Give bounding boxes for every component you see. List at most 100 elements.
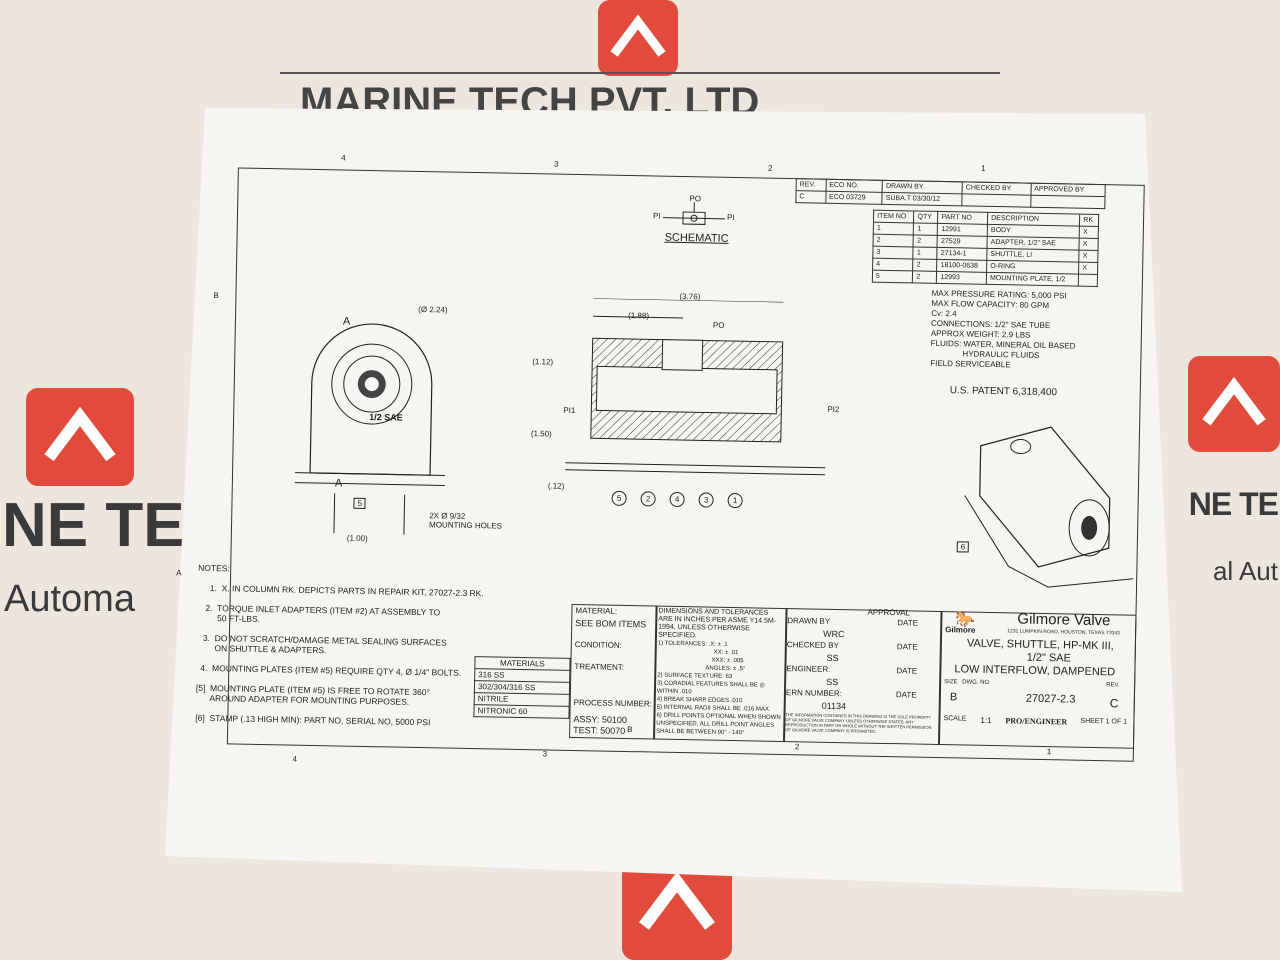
zone-top-4: 4	[341, 153, 346, 163]
balloon: 3	[698, 492, 714, 508]
section-mark-top: A	[342, 315, 351, 328]
date-label: DATE	[896, 666, 918, 676]
note: 2. TORQUE INLET ADAPTERS (ITEM #2) AT AS…	[205, 602, 441, 624]
rev-value: C	[795, 190, 826, 204]
engineer-label: ENGINEER:	[786, 664, 831, 674]
bom-cell: 5	[872, 270, 914, 283]
process-label: PROCESS NUMBER:	[573, 698, 653, 709]
test-number: TEST: 50070	[573, 724, 626, 736]
zone-side-b: B	[213, 291, 219, 301]
assy-number: ASSY: 50100	[573, 713, 628, 726]
zone-bottom-4: 4	[292, 754, 298, 764]
dim-overall: (3.76)	[679, 291, 701, 302]
condition-label: CONDITION:	[574, 640, 623, 650]
patent-number: U.S. PATENT 6,318,400	[949, 385, 1058, 399]
bom-cell: X	[1078, 250, 1098, 263]
bom-header: ITEM NO	[873, 210, 915, 223]
zone-top-1: 1	[980, 163, 986, 173]
iso-item-6: 6	[956, 541, 970, 553]
watermark-right-1: NE TE	[1188, 486, 1279, 522]
bom-header: QTY	[913, 210, 939, 224]
rev-label: REV.	[1106, 682, 1120, 689]
balloon: 2	[640, 491, 656, 507]
material-label: MATERIAL:	[575, 606, 618, 616]
date-label: DATE	[895, 690, 917, 700]
bom-cell: 1	[913, 246, 938, 260]
drawn-by-label: DRAWN BY	[787, 616, 831, 626]
tol-line: 6) DRILL POINTS OPTIONAL WHEN SHOWN UNSP…	[656, 712, 781, 737]
eco-header: ECO NO.	[825, 179, 883, 193]
drawing-number: 27027-2.3	[1025, 692, 1076, 706]
size-value: B	[949, 691, 958, 704]
note: [6] STAMP (.13 HIGH MIN): PART NO, SERIA…	[195, 712, 431, 728]
end-view-width: (1.00)	[346, 533, 368, 544]
scale-value: 1:1	[980, 715, 992, 726]
bom-cell: 27134-1	[937, 247, 988, 261]
proprietary-notice: THE INFORMATION CONTAINED IN THIS DRAWIN…	[785, 712, 932, 734]
approval-label: APPROVAL	[867, 607, 911, 618]
rev-value: C	[1109, 696, 1119, 711]
bom-cell: 2	[873, 234, 914, 247]
schematic-title: SCHEMATIC	[664, 231, 729, 245]
ern-value: 01134	[821, 700, 847, 712]
zone-top-2: 2	[767, 163, 773, 173]
balloon: 5	[611, 490, 627, 506]
bom-header: RK	[1079, 214, 1099, 227]
notes: NOTES: 1. X. IN COLUMN RK. DEPICTS PARTS…	[195, 563, 484, 738]
dim-half: (1.88)	[628, 310, 650, 321]
drawing-title-2: 1/2" SAE	[1026, 651, 1072, 665]
bom-cell: MOUNTING PLATE, 1/2	[986, 272, 1079, 287]
rev-triangle: B	[627, 725, 633, 735]
schematic-symbol	[663, 202, 726, 225]
drawn-value: SUBA.T 03/30/12	[882, 192, 963, 206]
bom-cell: X	[1079, 226, 1099, 239]
balloon: 1	[727, 492, 743, 509]
bom-cell: X	[1078, 262, 1098, 275]
schematic-po: PO	[689, 194, 702, 204]
eco-value: ECO 03729	[825, 191, 883, 205]
date-label: DATE	[896, 642, 918, 652]
bom-cell: 12991	[937, 223, 988, 237]
scale-label: SCALE	[943, 715, 967, 723]
watermark-right-2: al Aut	[1212, 556, 1278, 586]
note: 3. DO NOT SCRATCH/DAMAGE METAL SEALING S…	[202, 632, 447, 656]
company-name: Gilmore Valve	[1017, 610, 1111, 630]
zone-top-3: 3	[553, 159, 559, 169]
bom-cell: 1	[873, 222, 914, 235]
end-view-diameter: (Ø 2.24)	[418, 304, 448, 315]
item-balloons: 5 2 4 3 1	[611, 490, 743, 509]
section-view-drawing	[565, 297, 826, 476]
balloon: 4	[669, 491, 685, 508]
bom-cell: 27529	[937, 235, 988, 249]
bom-cell: 1	[913, 222, 938, 236]
checked-by-value: SS	[826, 652, 839, 664]
end-view-drawing	[294, 323, 446, 535]
watermark-logo-top	[598, 0, 678, 76]
ern-label: ERN NUMBER:	[785, 688, 843, 699]
material-row: NITRONIC 60	[473, 704, 570, 719]
checked-by-label: CHECKED BY	[786, 640, 839, 651]
bom-cell: 2	[912, 270, 937, 284]
bom-cell: 2	[913, 258, 938, 272]
bom-cell: X	[1079, 238, 1099, 251]
label-pi2: PI2	[827, 404, 840, 415]
zone-bottom-3: 3	[542, 749, 548, 759]
zone-bottom-1: 1	[1046, 747, 1052, 757]
size-label: SIZE	[944, 679, 958, 686]
zone-bottom-2: 2	[794, 742, 800, 752]
treatment-label: TREATMENT:	[574, 662, 625, 672]
label-po: PO	[712, 320, 725, 330]
material-value: SEE BOM ITEMS	[575, 618, 647, 630]
bom-cell: 4	[872, 258, 914, 271]
schematic-pi-left: PI	[652, 211, 661, 221]
watermark-rule	[280, 72, 1000, 74]
note: [5] MOUNTING PLATE (ITEM #5) IS FREE TO …	[195, 682, 431, 707]
materials-table: MATERIALS 316 SS 302/304/316 SS NITRILE …	[473, 656, 571, 719]
section-mark-bottom: A	[334, 477, 343, 490]
zone-side-a: A	[176, 568, 182, 578]
note: 4. MOUNTING PLATES (ITEM #5) REQUIRE QTY…	[200, 662, 462, 678]
engineer-value: SS	[826, 676, 839, 688]
label-pi1: PI1	[563, 405, 576, 415]
